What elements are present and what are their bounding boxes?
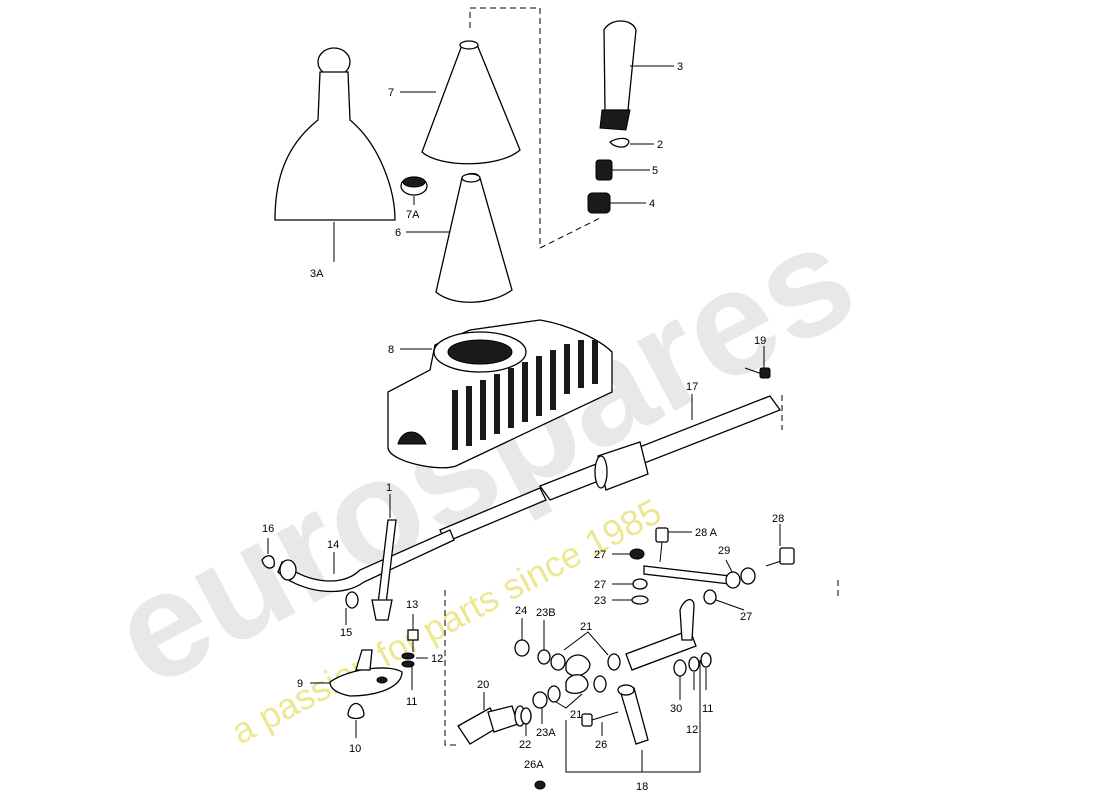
part-3A-gear-knob-boot [274,47,396,262]
callout-22: 22 [519,739,531,751]
callout-24: 24 [515,605,527,617]
callout-23A: 23A [536,727,556,739]
callout-6: 6 [395,227,401,239]
part-26A-bolt [534,780,546,790]
part-27-washer-middle [632,578,648,590]
part-10-bushing [347,702,365,720]
part-21-shaft [625,599,697,671]
callout-15: 15 [340,627,352,639]
callout-5: 5 [652,165,658,177]
part-16-circlip [261,555,275,569]
callout-3: 3 [677,61,683,73]
part-23B-washer [537,649,551,665]
callout-23B: 23B [536,607,556,619]
part-23-washer [631,595,649,605]
callout-28: 28 [772,513,784,525]
callout-10: 10 [349,743,361,755]
callout-14: 14 [327,539,339,551]
callout-17: 17 [686,381,698,393]
part-9-bracket-plate [329,649,403,697]
callout-26: 26 [595,739,607,751]
part-6-cone-boot [435,172,513,303]
part-27-washer-right [703,589,717,605]
part-2-clip [609,137,630,148]
callout-26A: 26A [524,759,544,771]
callout-9: 9 [297,678,303,690]
callout-11-left: 11 [406,696,417,708]
part-18-selector-lever [617,684,649,745]
callout-20: 20 [477,679,489,691]
part-14-selector-rod [277,529,455,593]
callout-1: 1 [386,482,392,494]
callout-7A: 7A [406,209,420,221]
callout-11-right: 11 [702,703,713,715]
callout-3A: 3A [310,268,324,280]
part-1-shift-lever [371,519,397,621]
callout-16: 16 [262,523,274,535]
part-20-selector-shaft [457,705,526,745]
part-5-spring [595,159,613,181]
assembly-dash-lines [444,7,839,746]
callout-23: 23 [594,595,606,607]
part-8-console-housing [387,319,613,469]
callout-28A: 28 A [695,527,718,539]
callout-8: 8 [388,344,394,356]
part-28A-bolt [655,527,669,563]
callout-13: 13 [406,599,418,611]
callout-7: 7 [388,87,394,99]
callout-21-bottom: 21 [570,709,582,721]
callout-2: 2 [657,139,663,151]
callout-27-middle: 27 [594,579,606,591]
part-17-shift-rod-tube [439,395,782,543]
part-21-bushings [550,653,621,695]
part-19-bolt [744,367,771,379]
callout-30: 30 [670,703,682,715]
callout-27-top: 27 [594,549,606,561]
part-13-bolt [407,614,419,652]
callout-19: 19 [754,335,766,347]
callout-4: 4 [649,198,655,210]
part-27-washer-top [629,548,645,560]
part-26-bolt [581,711,619,727]
part-30-12-11-right [673,652,712,677]
part-12-11-washers-left [401,652,415,668]
part-24-nut [514,639,530,657]
part-3-gear-knob [599,20,637,131]
part-7-cone-boot [421,40,521,165]
part-29-link-rod [643,565,756,589]
part-28-bolt [765,547,795,567]
callout-12-left: 12 [431,653,443,665]
part-22-23A-washers [520,685,561,725]
part-4-bushing [587,192,611,214]
part-15-washer [345,591,359,609]
callout-29: 29 [718,545,730,557]
callout-21-top: 21 [580,621,592,633]
callout-12-right: 12 [686,724,698,736]
callout-18: 18 [636,781,648,793]
callout-27-right: 27 [740,611,752,623]
part-7A-ring [400,176,428,196]
